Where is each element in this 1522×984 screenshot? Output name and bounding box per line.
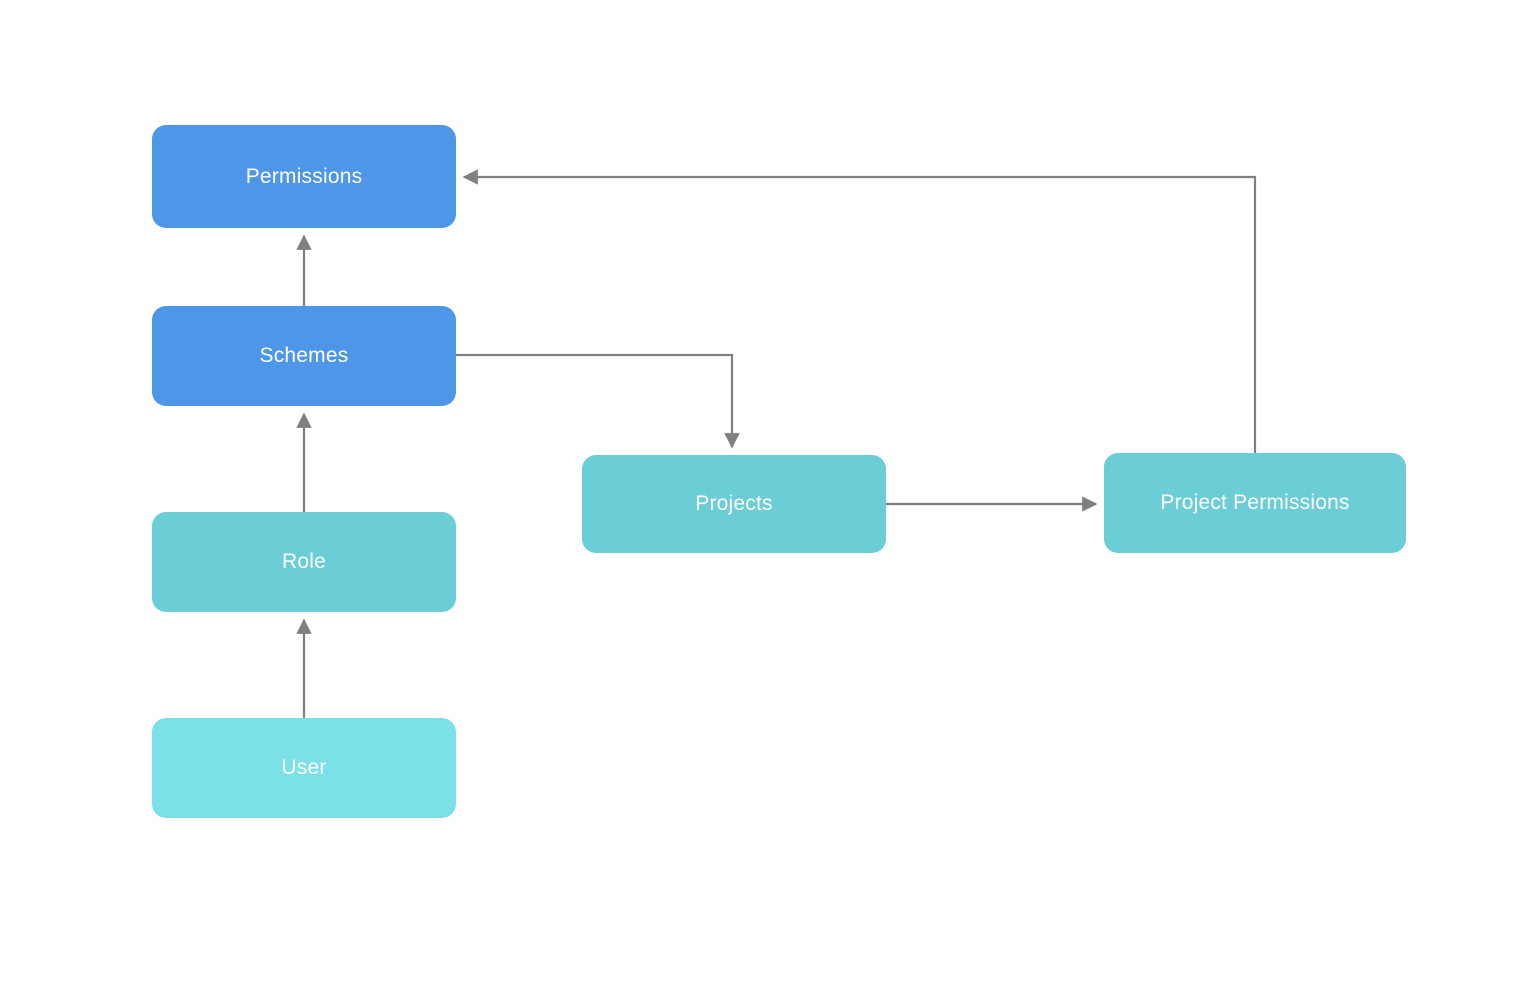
node-projects[interactable]: Projects (582, 455, 886, 553)
node-project-permissions[interactable]: Project Permissions (1104, 453, 1406, 553)
node-permissions[interactable]: Permissions (152, 125, 456, 228)
node-schemes-label: Schemes (259, 344, 349, 367)
node-schemes[interactable]: Schemes (152, 306, 456, 406)
node-permissions-label: Permissions (245, 164, 363, 188)
edge-schemes-to-projects (456, 353, 740, 449)
node-user[interactable]: User (152, 718, 456, 818)
node-project-permissions-label: Project Permissions (1160, 491, 1350, 514)
node-user-label: User (281, 756, 327, 779)
node-role[interactable]: Role (152, 512, 456, 612)
node-role-label: Role (282, 550, 326, 573)
node-projects-label: Projects (695, 492, 773, 515)
edge-project-permissions-to-permissions (462, 169, 1257, 453)
